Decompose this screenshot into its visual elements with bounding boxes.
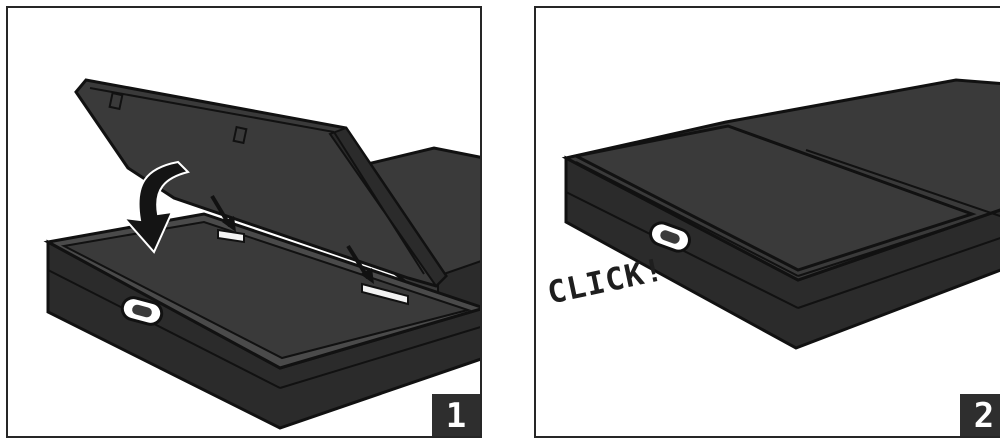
step-2-panel: CLICK! 2 [534, 6, 1000, 438]
step-1-illustration [8, 8, 482, 438]
step-1-panel: 1 [6, 6, 482, 438]
step-2-illustration [536, 8, 1000, 438]
step-number-badge: 1 [432, 394, 480, 436]
step-number-badge: 2 [960, 394, 1000, 436]
